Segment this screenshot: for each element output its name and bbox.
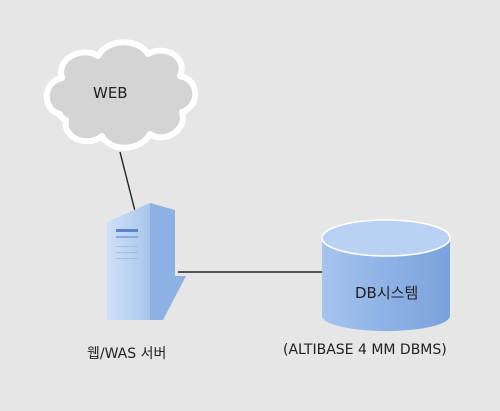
- cloud-icon: [43, 39, 199, 151]
- dbms-caption: (ALTIBASE 4 MM DBMS): [283, 342, 447, 358]
- web-label: WEB: [93, 84, 128, 102]
- database-cylinder-icon: [321, 219, 451, 331]
- database-label: DB시스템: [355, 284, 419, 302]
- server-label: 웹/WAS 서버: [87, 346, 167, 362]
- server-tower-icon: [107, 203, 186, 320]
- edge-web-server: [119, 151, 136, 212]
